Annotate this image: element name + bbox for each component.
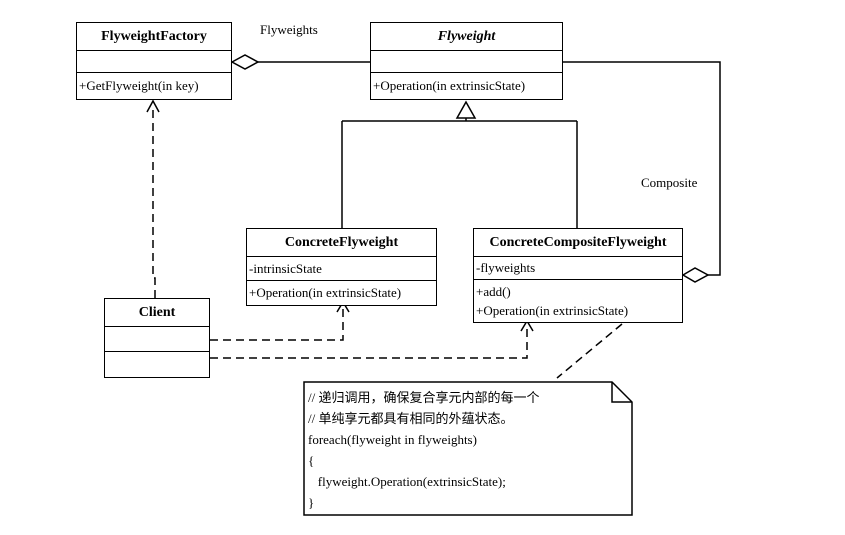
class-client: Client (104, 298, 210, 378)
note-line: // 单纯享元都具有相同的外蕴状态。 (308, 411, 514, 426)
operations-section: +GetFlyweight(in key) (77, 73, 231, 98)
attributes-section (77, 51, 231, 73)
operations-section (105, 352, 209, 376)
operations-section: +Operation(in extrinsicState) (371, 73, 562, 98)
class-concrete-flyweight: ConcreteFlyweight -intrinsicState +Opera… (246, 228, 437, 306)
attributes-section (105, 327, 209, 352)
class-name: ConcreteFlyweight (247, 229, 436, 257)
attributes-section (371, 51, 562, 73)
class-concrete-composite-flyweight: ConcreteCompositeFlyweight -flyweights +… (473, 228, 683, 323)
generalization-triangle (455, 100, 477, 119)
label-flyweights: Flyweights (260, 22, 318, 37)
note-text: // 递归调用，确保复合享元内部的每一个 // 单纯享元都具有相同的外蕴状态。 … (308, 387, 539, 513)
operations-section: +add() +Operation(in extrinsicState) (474, 280, 682, 321)
factory-dependency-arrowhead (146, 99, 160, 113)
class-flyweight-factory: FlyweightFactory +GetFlyweight(in key) (76, 22, 232, 100)
client-concrete-dependency (210, 308, 344, 341)
operations-section: +Operation(in extrinsicState) (247, 281, 436, 304)
factory-aggregation-diamond (230, 54, 260, 70)
attribute: -flyweights (476, 260, 536, 275)
note-shape (303, 381, 633, 516)
class-name: Flyweight (371, 23, 562, 51)
note-line: flyweight.Operation(extrinsicState); (308, 474, 506, 489)
operation: +GetFlyweight(in key) (79, 77, 199, 93)
attributes-section: -intrinsicState (247, 257, 436, 281)
client-factory-dependency (152, 108, 156, 298)
note-fold (611, 382, 632, 403)
note-line: foreach(flyweight in flyweights) (308, 432, 477, 447)
client-composite-dependency (210, 327, 528, 359)
composite-flyweight-aggregation-line (563, 61, 721, 276)
class-name: FlyweightFactory (77, 23, 231, 51)
class-flyweight: Flyweight +Operation(in extrinsicState) (370, 22, 563, 100)
note-line: { (308, 453, 315, 468)
note-anchor-line (556, 323, 623, 379)
operation: +add() (476, 283, 511, 299)
operation: +Operation(in extrinsicState) (373, 77, 526, 93)
attributes-section: -flyweights (474, 257, 682, 280)
operation: +Operation(in extrinsicState) (249, 284, 402, 300)
class-name: ConcreteCompositeFlyweight (474, 229, 682, 257)
composite-aggregation-diamond (681, 267, 710, 283)
attribute: -intrinsicState (249, 260, 322, 276)
note-line: } (308, 495, 315, 510)
label-composite: Composite (641, 175, 698, 190)
operation: +Operation(in extrinsicState) (476, 302, 629, 318)
note-line: // 递归调用，确保复合享元内部的每一个 (308, 390, 540, 405)
class-name: Client (105, 299, 209, 327)
